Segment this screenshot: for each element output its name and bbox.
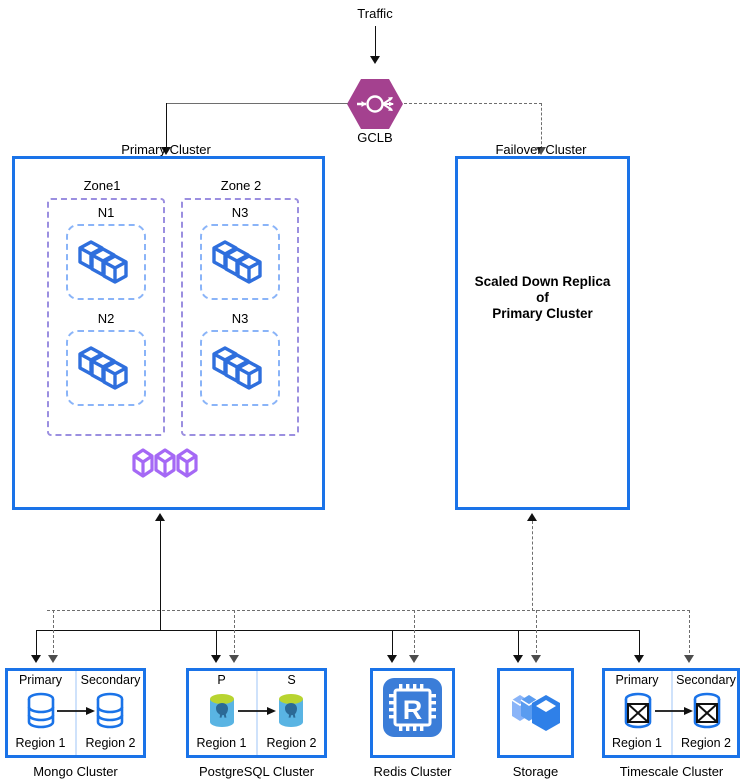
primary-cluster-label: Primary Cluster	[121, 142, 211, 157]
gclb-hexagon[interactable]	[347, 79, 403, 129]
timescale-cluster-name-label: Timescale Cluster	[619, 764, 724, 779]
primary-drop-mongo-arrowhead	[31, 655, 41, 663]
redis-memorystore-icon: R	[382, 677, 443, 738]
failover-drop-postgres-arrowhead	[229, 655, 239, 663]
failover-drop-postgres	[234, 610, 235, 658]
timescale-primary-database-icon	[621, 692, 655, 730]
zone-1-label: Zone1	[83, 178, 121, 193]
node-n3-a-box[interactable]	[200, 224, 280, 300]
failover-bus-arrowhead	[527, 513, 537, 521]
postgres-primary-region-label: Region 1	[196, 736, 247, 750]
cloud-storage-buckets-icon	[508, 684, 564, 742]
timescale-primary-region-label: Region 1	[611, 736, 663, 750]
mongo-secondary-region-label: Region 2	[85, 736, 136, 750]
primary-drop-timescale-arrowhead	[634, 655, 644, 663]
postgres-secondary-role-label: S	[287, 673, 296, 687]
primary-cluster-arrowhead	[161, 147, 171, 155]
failover-db-bus-line	[47, 610, 690, 611]
mongo-secondary-role-label: Secondary	[80, 673, 141, 687]
node-n1-label: N1	[97, 205, 115, 220]
load-balancer-icon	[357, 95, 394, 113]
failover-drop-storage-arrowhead	[531, 655, 541, 663]
failover-body-line-2: of	[536, 290, 549, 305]
mongo-cluster-divider	[75, 671, 77, 755]
node-n3-b-label: N3	[231, 311, 249, 326]
failover-drop-redis	[414, 610, 415, 658]
gclb-to-failover-vertical	[541, 103, 542, 149]
postgres-primary-elephant-icon	[206, 692, 238, 730]
mongo-secondary-database-cylinder-icon	[94, 692, 126, 730]
traffic-arrowhead	[370, 56, 380, 64]
primary-db-bus-line	[36, 630, 640, 631]
primary-drop-timescale	[639, 630, 640, 658]
failover-cluster-box[interactable]	[455, 156, 630, 510]
node-n3-b-box[interactable]	[200, 330, 280, 406]
svg-text:R: R	[403, 695, 423, 725]
timescale-replication-arrow	[655, 704, 695, 722]
node-n2-box[interactable]	[66, 330, 146, 406]
node-n1-cube-stack-icon	[74, 232, 138, 290]
zone-1-box[interactable]	[47, 198, 165, 436]
postgres-cluster-name-label: PostgreSQL Cluster	[198, 764, 315, 779]
timescale-secondary-database-icon	[690, 692, 724, 730]
postgres-primary-role-label: P	[217, 673, 226, 687]
zone-2-label: Zone 2	[220, 178, 262, 193]
timescale-secondary-role-label: Secondary	[676, 673, 736, 687]
postgres-cluster-divider	[256, 671, 258, 755]
failover-body-line-1: Scaled Down Replica	[474, 274, 611, 289]
postgres-secondary-elephant-icon	[275, 692, 307, 730]
primary-drop-postgres-arrowhead	[211, 655, 221, 663]
mongo-primary-region-label: Region 1	[15, 736, 66, 750]
postgres-secondary-region-label: Region 2	[266, 736, 317, 750]
failover-drop-redis-arrowhead	[409, 655, 419, 663]
gclb-to-primary-horizontal	[166, 103, 348, 104]
primary-drop-redis	[392, 630, 393, 658]
failover-drop-mongo	[53, 610, 54, 658]
storage-name-label: Storage	[512, 764, 559, 779]
traffic-to-gclb-line	[375, 26, 376, 58]
failover-body-line-3: Primary Cluster	[492, 306, 593, 321]
node-n2-cube-stack-icon	[74, 338, 138, 396]
zone-2-box[interactable]	[181, 198, 299, 436]
postgres-replication-arrow	[238, 704, 278, 722]
primary-cluster-shared-resource-icon	[128, 444, 206, 484]
timescale-cluster-divider	[671, 671, 673, 755]
mongo-replication-arrow	[57, 704, 97, 722]
primary-bus-arrowhead	[155, 513, 165, 521]
node-n2-label: N2	[97, 311, 115, 326]
failover-cluster-label: Failover Cluster	[495, 142, 587, 157]
gclb-to-primary-vertical	[166, 103, 167, 149]
gclb-to-failover-horizontal	[404, 103, 542, 104]
timescale-primary-role-label: Primary	[615, 673, 659, 687]
failover-drop-mongo-arrowhead	[48, 655, 58, 663]
failover-to-bus-vertical	[532, 521, 533, 611]
primary-to-bus-vertical	[160, 521, 161, 630]
timescale-secondary-region-label: Region 2	[680, 736, 732, 750]
primary-drop-storage	[518, 630, 519, 658]
node-n3-a-label: N3	[231, 205, 249, 220]
primary-drop-redis-arrowhead	[387, 655, 397, 663]
failover-cluster-arrowhead	[536, 147, 546, 155]
mongo-cluster-name-label: Mongo Cluster	[33, 764, 118, 779]
mongo-primary-role-label: Primary	[18, 673, 63, 687]
failover-drop-timescale	[689, 610, 690, 658]
node-n3-b-cube-stack-icon	[208, 338, 272, 396]
traffic-label: Traffic	[357, 6, 393, 21]
redis-cluster-name-label: Redis Cluster	[373, 764, 452, 779]
primary-drop-postgres	[216, 630, 217, 658]
failover-drop-storage	[536, 610, 537, 658]
node-n1-box[interactable]	[66, 224, 146, 300]
node-n3-a-cube-stack-icon	[208, 232, 272, 290]
primary-drop-mongo	[36, 630, 37, 658]
gclb-label: GCLB	[357, 130, 393, 145]
primary-drop-storage-arrowhead	[513, 655, 523, 663]
failover-drop-timescale-arrowhead	[684, 655, 694, 663]
mongo-primary-database-cylinder-icon	[25, 692, 57, 730]
